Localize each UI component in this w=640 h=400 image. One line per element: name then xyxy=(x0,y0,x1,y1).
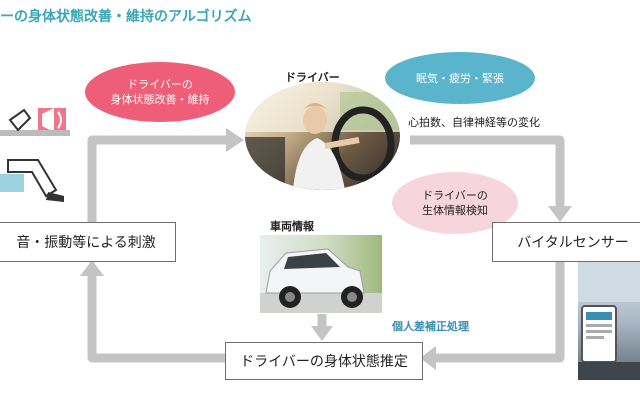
bubble-detect-line1: ドライバーの xyxy=(422,188,488,203)
stimulus-box: 音・振動等による刺激 xyxy=(0,222,176,262)
arrowhead-down-estimate xyxy=(311,326,333,341)
arrow-estimate-to-stimulus xyxy=(92,274,225,358)
white-suv-photo xyxy=(260,235,382,313)
dashboard-device-photo xyxy=(578,262,640,380)
seat-speaker-illustration xyxy=(0,100,75,210)
arrow-sensor-to-estimate xyxy=(434,262,560,358)
bubble-fatigue-text: 眠気・疲労・緊張 xyxy=(416,71,504,86)
bubble-improve-maintain: ドライバーの 身体状態改善・維持 xyxy=(85,62,235,122)
driver-photo xyxy=(245,82,400,190)
vital-sensor-box: バイタルセンサー xyxy=(492,222,640,262)
arrowhead-down-sensor xyxy=(548,206,572,222)
diagram-title: ーの身体状態改善・維持のアルゴリズム xyxy=(0,6,252,26)
bubble-improve-line1: ドライバーの xyxy=(127,77,193,92)
arrowhead-right-driver xyxy=(226,128,244,152)
state-estimation-text: ドライバーの身体状態推定 xyxy=(240,351,408,371)
arrowhead-up-stimulus xyxy=(80,260,104,276)
state-estimation-box: ドライバーの身体状態推定 xyxy=(225,342,423,380)
bubble-fatigue: 眠気・疲労・緊張 xyxy=(385,52,535,104)
bubble-improve-line2: 身体状態改善・維持 xyxy=(111,92,210,107)
vehicle-photo xyxy=(260,235,382,313)
woman-driving-photo xyxy=(245,82,400,190)
heart-rate-label: 心拍数、自律神経等の変化 xyxy=(408,114,540,130)
arrow-stimulus-to-driver xyxy=(92,140,228,222)
stimulus-text: 音・振動等による刺激 xyxy=(16,232,156,252)
vital-sensor-text: バイタルセンサー xyxy=(517,232,628,252)
driver-label: ドライバー xyxy=(285,69,340,85)
individual-correction-label: 個人差補正処理 xyxy=(392,318,469,334)
bubble-detect-line2: 生体情報検知 xyxy=(422,203,488,218)
vehicle-info-label: 車両情報 xyxy=(270,218,314,234)
